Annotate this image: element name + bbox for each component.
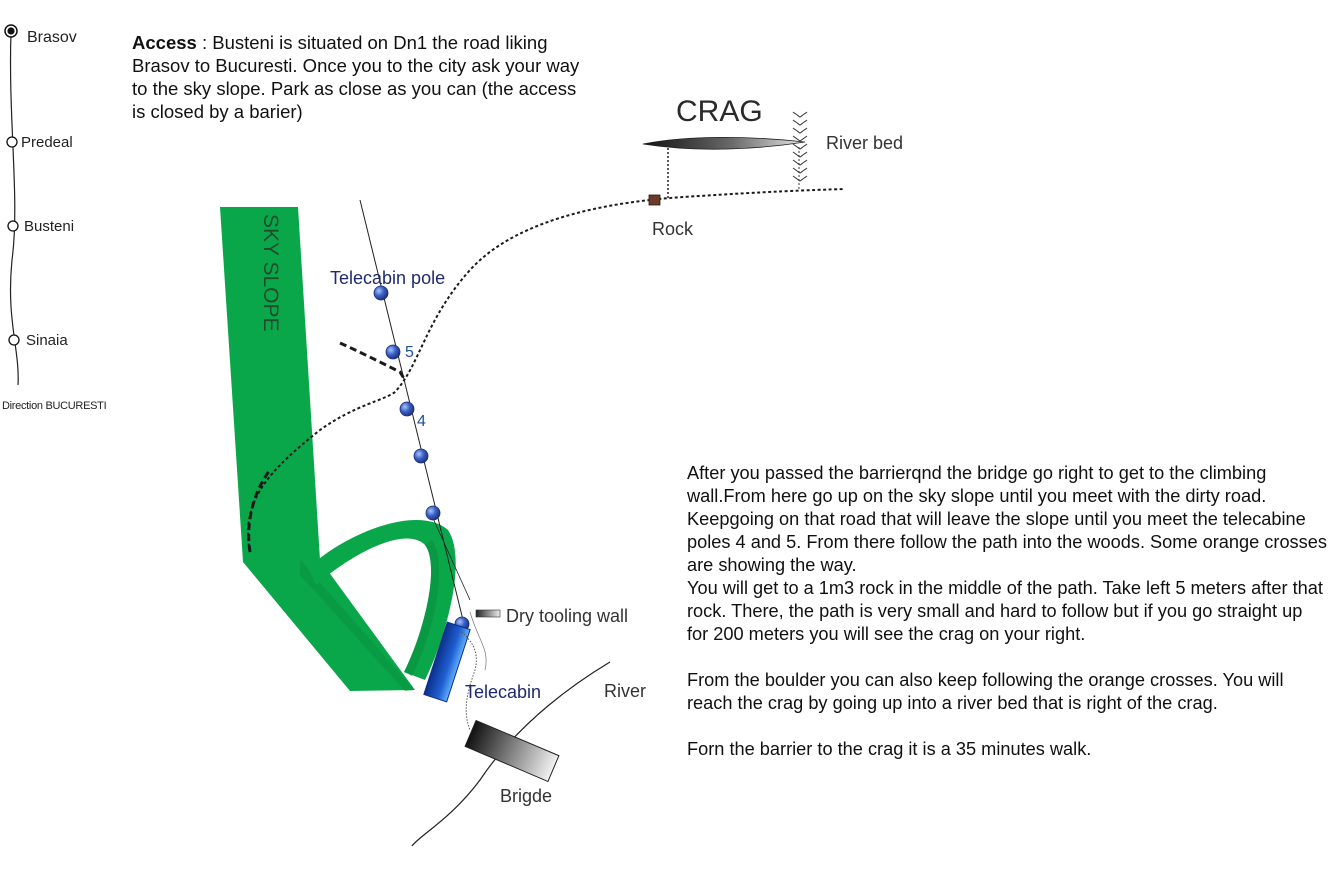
directions-paragraph-4: Forn the barrier to the crag it is a 35 … [687,739,1092,759]
telecabin-label: Telecabin [465,682,541,702]
route-line [4,24,20,386]
telecabin-pole-5 [385,344,401,360]
telecabin-pole-label: Telecabin pole [330,268,445,288]
stop-label-brasov: Brasov [27,29,77,46]
stop-label-sinaia: Sinaia [26,332,68,349]
dirt-road [247,188,846,553]
river [411,661,611,847]
telecabin [423,621,471,703]
telecabin-pole-4 [399,401,415,417]
telecabin-pole-lower [413,448,429,464]
directions-paragraph-3: From the boulder you can also keep follo… [687,670,1284,713]
stop-marker-sinaia [8,334,20,346]
river-bed [792,111,808,190]
directions-paragraph-2: You will get to a 1m3 rock in the middle… [687,578,1323,644]
dry-tooling-wall-label: Dry tooling wall [506,606,628,626]
pole-5-label: 5 [405,344,414,361]
directions-paragraph-1: After you passed the barrierqnd the brid… [687,463,1327,575]
crag-label: CRAG [676,95,763,128]
access-heading: Access [132,32,197,53]
directions-text: After you passed the barrierqnd the brid… [687,462,1327,761]
access-note: Access : Busteni is situated on Dn1 the … [132,31,582,123]
river-bed-label: River bed [826,133,903,153]
stop-marker-predeal [6,136,18,148]
telecabin-poles [373,285,470,632]
sky-slope-label: SKY SLOPE [259,214,282,332]
telecabin-pole-top [373,285,389,301]
stop-label-predeal: Predeal [21,134,73,151]
rock-label: Rock [652,219,694,239]
stop-label-busteni: Busteni [24,218,74,235]
woods-path [339,341,407,381]
telecabin-pole-bottom [425,505,441,521]
rock [648,194,661,206]
bridge-label: Brigde [500,786,552,806]
river-label: River [604,681,646,701]
stop-marker-busteni [7,220,19,232]
access-text: : Busteni is situated on Dn1 the road li… [132,32,580,122]
dry-tooling-wall [475,609,501,618]
sky-slope [220,207,456,691]
bridge [464,719,560,783]
crag [642,136,806,150]
direction-label: Direction BUCURESTI [2,400,107,412]
pole-4-label: 4 [417,413,426,430]
